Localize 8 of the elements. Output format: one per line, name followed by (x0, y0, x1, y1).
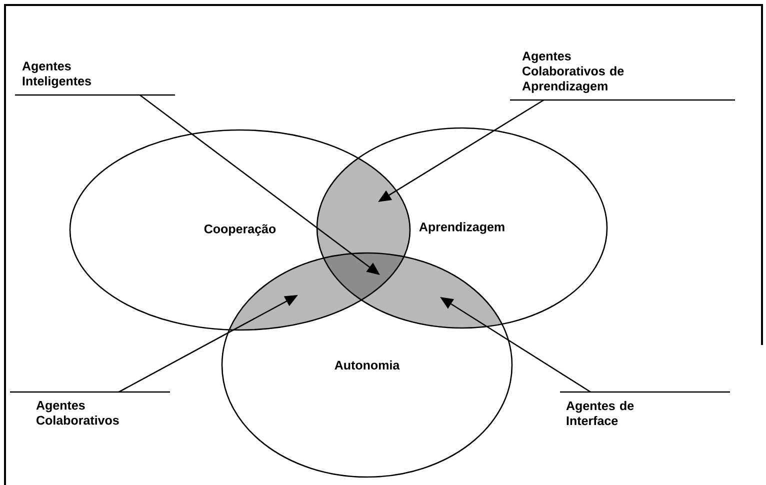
label-text: Agentes de Interface (566, 401, 634, 426)
overlap-region (362, 256, 502, 328)
overlap-region (230, 258, 362, 330)
overlap-region (317, 158, 410, 258)
label-text: Agentes Inteligentes (22, 62, 91, 88)
overlap-region (324, 253, 404, 300)
label-text: Agentes Colaborativos de Aprendizagem (522, 52, 624, 93)
label-text: Agentes Colaborativos (36, 401, 119, 425)
